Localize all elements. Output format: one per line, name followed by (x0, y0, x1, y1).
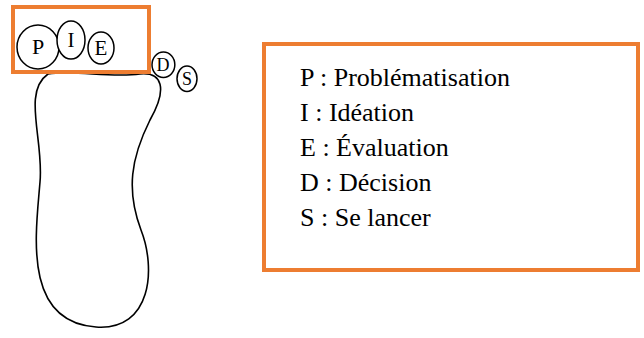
key-box: P : ProblématisationI : IdéationE : Éval… (262, 42, 640, 272)
toe-ellipse (152, 52, 175, 77)
toe-ellipse (57, 21, 85, 59)
toe-letter: S (182, 70, 192, 88)
toe-circle: S (176, 65, 198, 92)
key-line: S : Se lancer (300, 200, 626, 235)
toe-ellipse (177, 66, 197, 91)
toe-circle: I (56, 20, 86, 60)
toe-letter: P (32, 36, 44, 58)
toe-circle: E (87, 31, 115, 65)
toe-ellipse (17, 25, 59, 69)
toe-ellipse (88, 32, 114, 64)
toe-letter: D (156, 56, 169, 74)
highlight-frame (13, 7, 149, 72)
key-line: D : Décision (300, 165, 626, 200)
toe-letter: E (95, 38, 108, 59)
toe-circle: D (151, 51, 176, 78)
key-line: E : Évaluation (300, 130, 626, 165)
foot-outline (35, 73, 161, 327)
key-line: I : Idéation (300, 95, 626, 130)
toe-letter: I (68, 30, 75, 51)
toe-circle: P (16, 24, 60, 70)
key-line: P : Problématisation (300, 60, 626, 95)
